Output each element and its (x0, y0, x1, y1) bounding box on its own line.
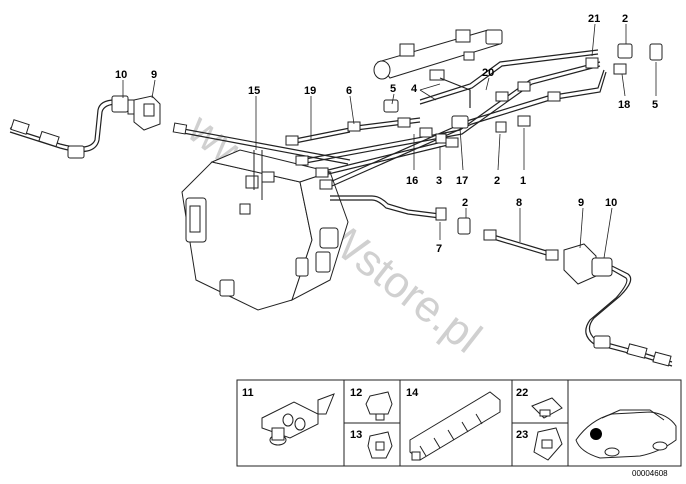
left-hose-bracket (133, 95, 161, 131)
callout-5-right: 5 (652, 99, 658, 111)
callout-2-top: 2 (622, 13, 628, 25)
detail-12-clip (365, 391, 393, 421)
callout-8: 8 (516, 197, 522, 209)
callout-1: 1 (520, 175, 526, 187)
right-hose-bracket (563, 243, 597, 285)
detail-14-holder (409, 391, 501, 461)
callout-19: 19 (304, 85, 316, 97)
detail-panel: 11 12 13 14 22 (236, 379, 682, 467)
callout-10-right: 10 (605, 197, 617, 209)
callout-17: 17 (456, 175, 468, 187)
callout-9-right: 9 (578, 197, 584, 209)
line-fittings (172, 43, 663, 261)
detail-13-clip (367, 431, 393, 459)
callout-3: 3 (436, 175, 442, 187)
detail-12-label: 12 (350, 387, 362, 399)
document-number: 00004608 (632, 469, 668, 478)
detail-23-label: 23 (516, 429, 528, 441)
callout-18: 18 (618, 99, 630, 111)
callout-4: 4 (411, 83, 418, 95)
callout-16: 16 (406, 175, 418, 187)
detail-14-label: 14 (406, 387, 419, 399)
callouts: 10 9 15 19 6 5 4 20 21 2 18 5 16 3 17 2 … (115, 13, 658, 255)
callout-6: 6 (346, 85, 352, 97)
callout-5-top: 5 (390, 83, 396, 95)
callout-7: 7 (436, 243, 442, 255)
callout-2-mid: 2 (494, 175, 500, 187)
detail-22-clip (531, 397, 563, 419)
master-cylinder (373, 29, 503, 81)
detail-11-clip (261, 393, 335, 446)
callout-9-left: 9 (151, 69, 157, 81)
detail-22-label: 22 (516, 387, 528, 399)
callout-20: 20 (482, 67, 494, 79)
leader-lines (122, 23, 657, 259)
right-brake-hose (585, 257, 673, 367)
detail-13-label: 13 (350, 429, 362, 441)
callout-10-left: 10 (115, 69, 127, 81)
detail-11-label: 11 (242, 387, 254, 399)
abs-hydraulic-unit (181, 149, 349, 311)
left-brake-hose (9, 95, 139, 159)
callout-21: 21 (588, 13, 600, 25)
detail-23-clip (533, 427, 563, 461)
callout-2-low: 2 (462, 197, 468, 209)
callout-15: 15 (248, 85, 260, 97)
car-location-icon (575, 409, 677, 459)
